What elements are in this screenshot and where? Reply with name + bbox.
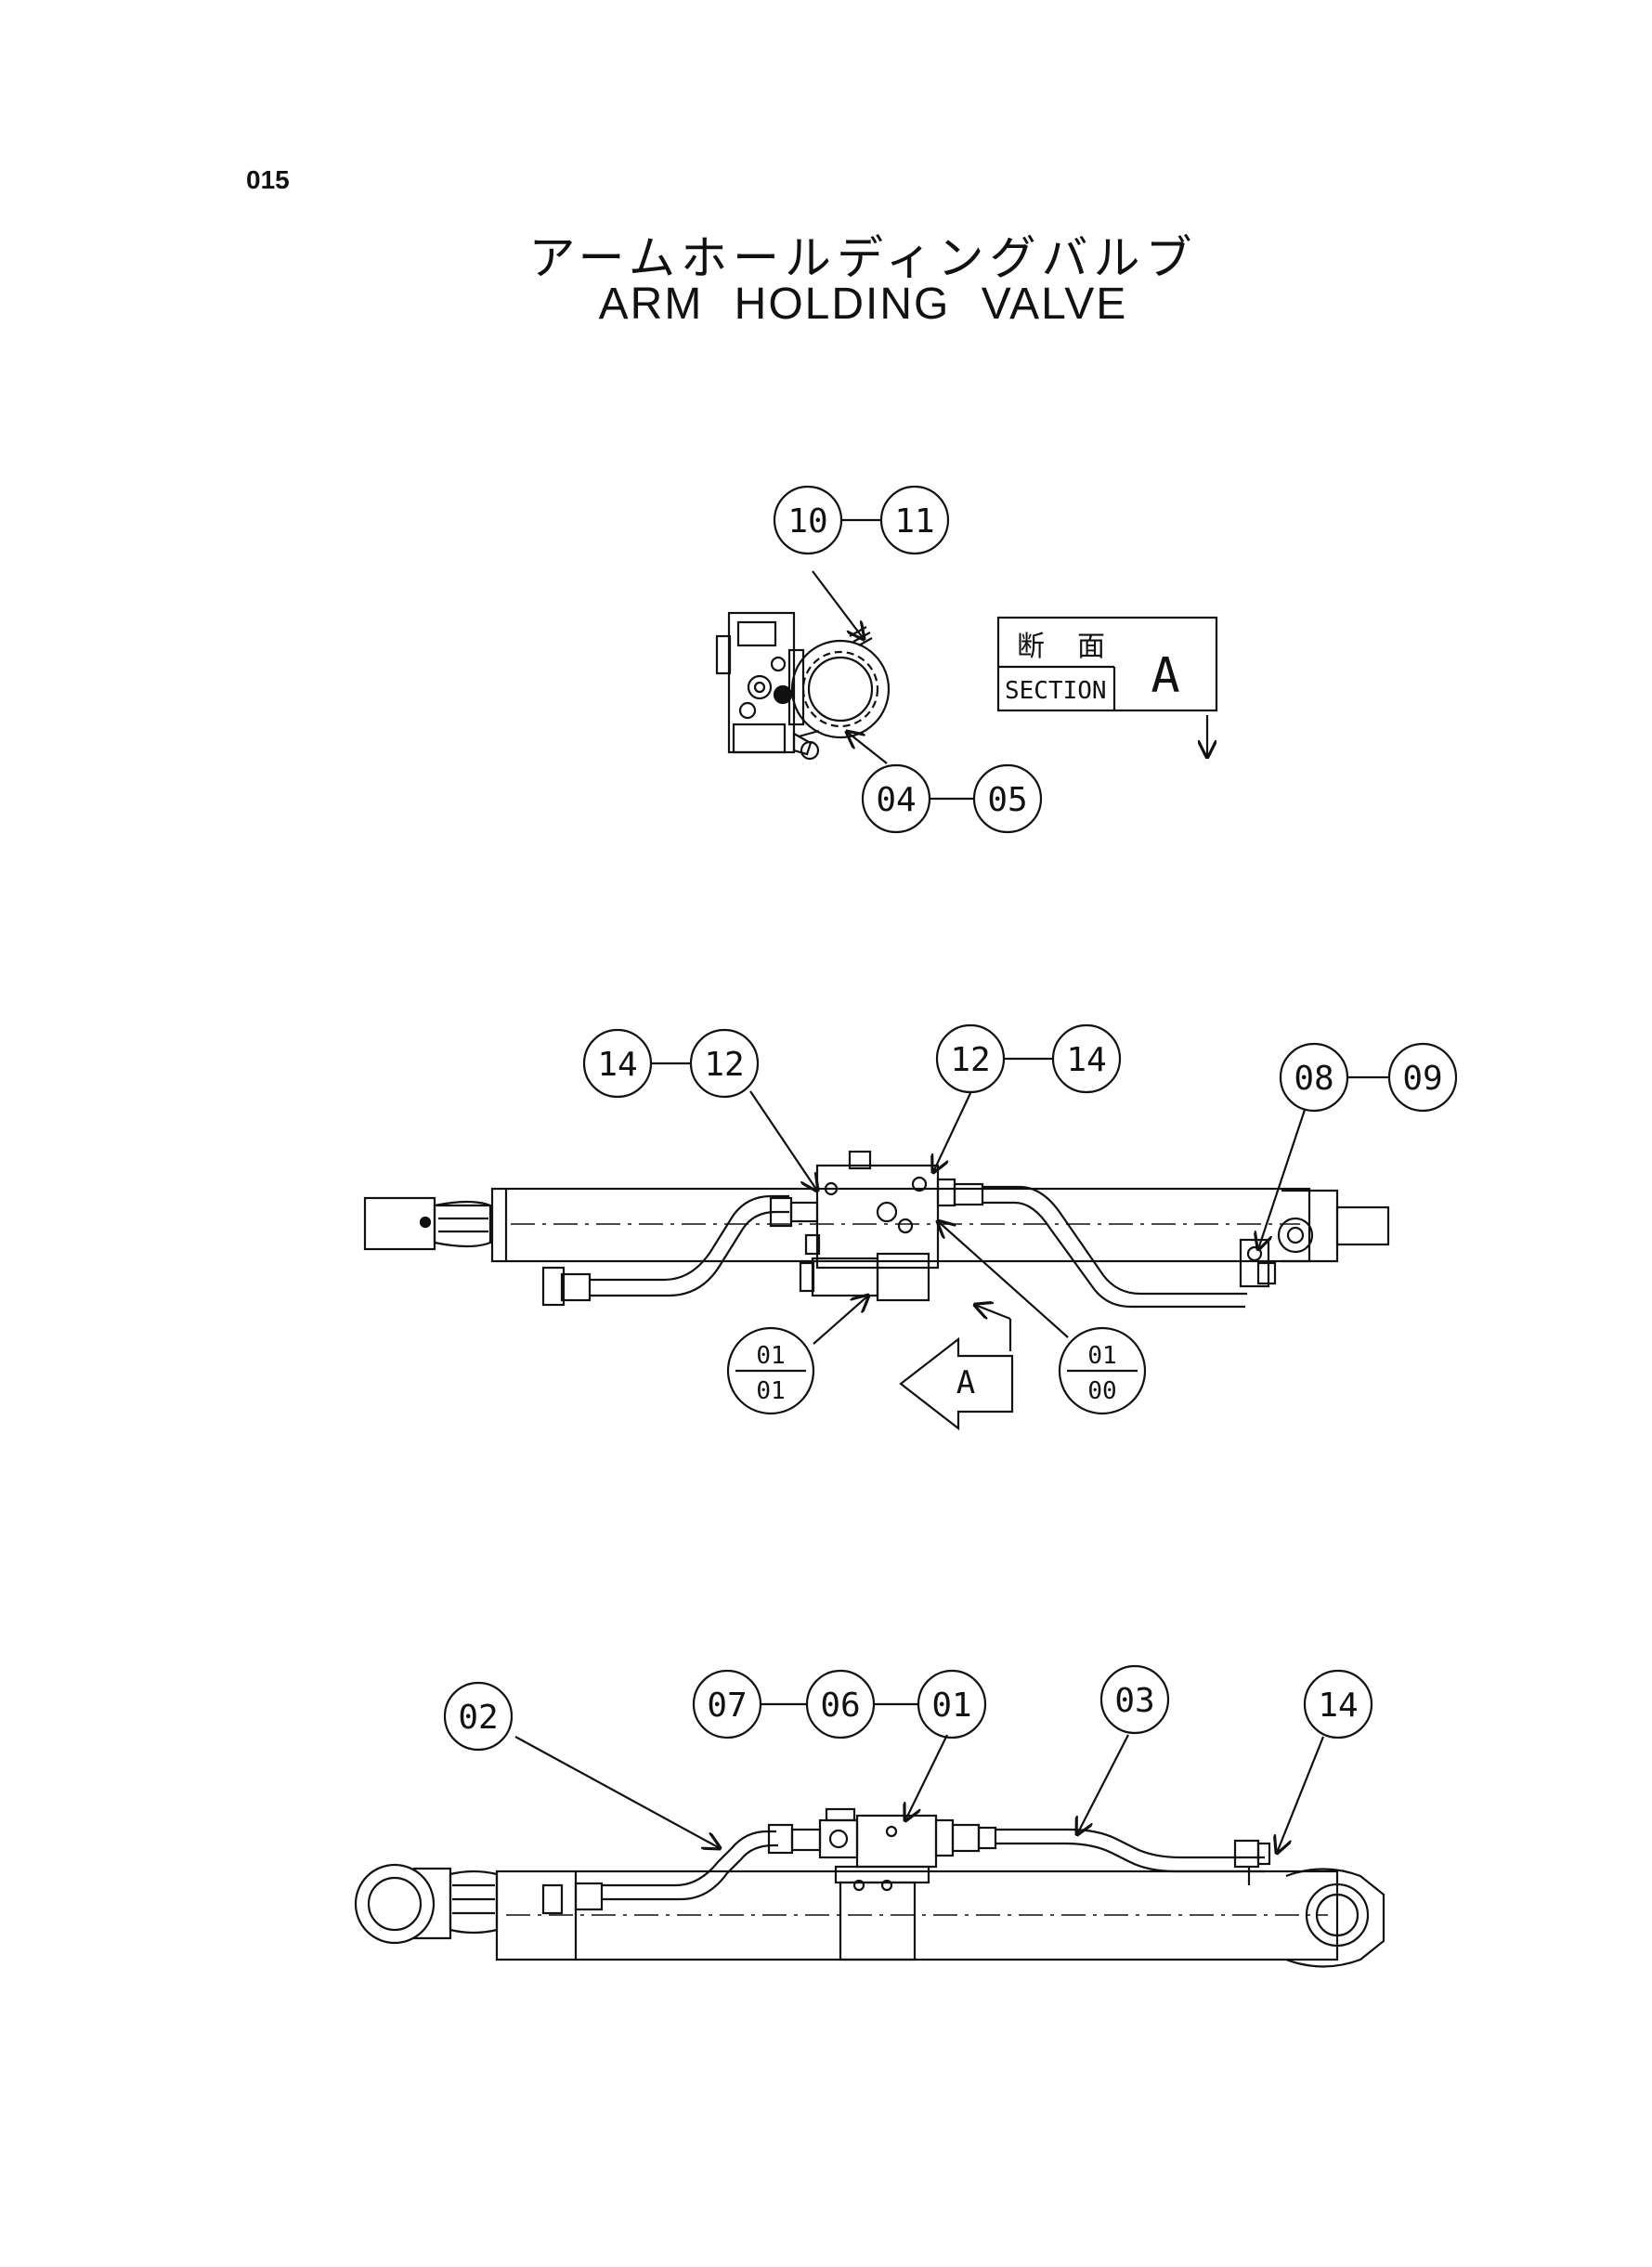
section-word: SECTION (1005, 677, 1107, 705)
view-arrow-letter: A (956, 1364, 975, 1401)
callout-02 (443, 1681, 514, 1752)
callout-02-label: 02 (458, 1699, 498, 1737)
callout-10-label: 10 (787, 502, 827, 541)
callout-04-label: 04 (876, 781, 916, 819)
callout-12-right-label: 12 (950, 1041, 990, 1079)
callout-06-label: 06 (820, 1687, 860, 1725)
callout-03 (1099, 1664, 1170, 1735)
leader-04 (847, 732, 888, 764)
callout-14 (1303, 1669, 1373, 1739)
leader-02 (514, 1736, 720, 1848)
section-letter: A (1151, 648, 1179, 704)
page-title-japanese: アームホールディングバルブ (528, 231, 1198, 285)
leader-12-right (933, 1090, 972, 1172)
callout-07-label: 07 (707, 1687, 747, 1725)
leader-10 (812, 570, 864, 639)
callout-14-label: 14 (1318, 1687, 1358, 1725)
middle-valve-block (815, 1164, 940, 1270)
callout-11-label: 11 (894, 502, 934, 541)
fraction-right-bottom: 00 (1087, 1377, 1116, 1405)
leader-01-01 (813, 1296, 868, 1345)
leader-01-00 (938, 1221, 1069, 1338)
fraction-left-bottom: 01 (756, 1377, 785, 1405)
leader-08 (1258, 1109, 1307, 1249)
fraction-left-top: 01 (756, 1342, 785, 1370)
leader-01 (905, 1734, 948, 1820)
callout-09-label: 09 (1402, 1060, 1442, 1098)
callout-05-label: 05 (987, 781, 1027, 819)
callout-08-label: 08 (1294, 1060, 1333, 1098)
callout-03-label: 03 (1114, 1682, 1154, 1720)
middle-cylinder-view (363, 1150, 1390, 1309)
page-number: 015 (246, 165, 290, 194)
bottom-valve-block (855, 1814, 938, 1869)
section-jp-left: 断 (1017, 631, 1045, 663)
section-jp-right: 面 (1077, 631, 1105, 663)
leader-03 (1077, 1734, 1129, 1834)
section-a-view (715, 611, 891, 761)
view-arrow-a (899, 1336, 1014, 1431)
section-cylinder (790, 639, 891, 739)
callout-01-label: 01 (931, 1687, 971, 1725)
leader-12-left (749, 1090, 817, 1191)
fraction-right-top: 01 (1087, 1342, 1116, 1370)
bottom-cylinder-view (354, 1807, 1385, 1968)
leader-14 (1277, 1736, 1325, 1853)
callout-fraction-01-00 (1058, 1326, 1147, 1415)
page-title-english: ARM HOLDING VALVE (598, 280, 1128, 329)
callout-14-left-label: 14 (597, 1046, 637, 1084)
callout-fraction-01-01 (726, 1326, 815, 1415)
callout-14-right-label: 14 (1066, 1041, 1106, 1079)
callout-12-left-label: 12 (704, 1046, 744, 1084)
section-label-box (996, 616, 1218, 757)
